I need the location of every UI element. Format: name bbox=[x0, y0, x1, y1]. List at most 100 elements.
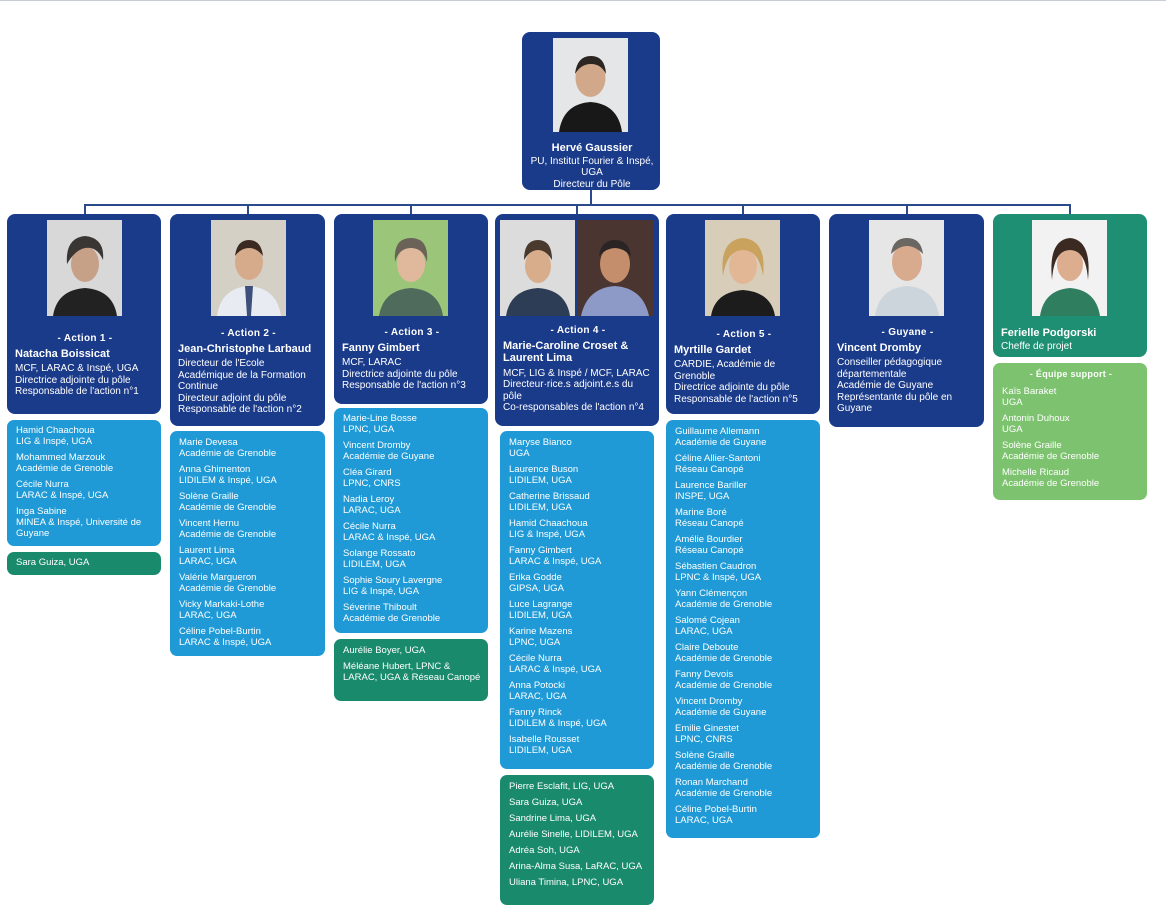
connector-drop-7 bbox=[1069, 204, 1071, 216]
director-name: Hervé Gaussier bbox=[551, 142, 633, 154]
action-5-line: Grenoble bbox=[674, 370, 716, 382]
member-affiliation: Réseau Canopé bbox=[675, 518, 744, 529]
connector-drop-2 bbox=[247, 204, 249, 216]
member-affiliation: LARAC & Inspé, UGA bbox=[16, 490, 109, 501]
connector-drop-3 bbox=[410, 204, 412, 216]
member-name: Séverine Thiboult bbox=[343, 602, 417, 613]
action-4-tag: - Action 4 - bbox=[550, 325, 606, 336]
action-1-line: MCF, LARAC & Inspé, UGA bbox=[15, 363, 139, 374]
action-4-line: Co-responsables de l'action n°4 bbox=[503, 402, 644, 413]
member-affiliation: Académie de Grenoble bbox=[343, 613, 441, 624]
member-affiliation: Académie de Grenoble bbox=[1002, 451, 1100, 462]
member-name: Cécile Nurra bbox=[509, 653, 562, 664]
action-3-name: Fanny Gimbert bbox=[342, 341, 420, 354]
member-name: Erika Godde bbox=[509, 572, 562, 583]
member-name: Vicky Markaki-Lothe bbox=[179, 599, 265, 610]
member-affiliation: Réseau Canopé bbox=[675, 545, 744, 556]
member-name: Karine Mazens bbox=[509, 626, 573, 637]
list-item: Méléane Hubert, LPNC & LARAC, UGA & Rése… bbox=[343, 661, 481, 683]
member-name: Laurent Lima bbox=[179, 545, 235, 556]
action-5-photo bbox=[705, 220, 780, 316]
action-2-name: Jean-Christophe Larbaud bbox=[178, 342, 312, 355]
action-2-photo bbox=[211, 220, 286, 316]
member-affiliation: Académie de Grenoble bbox=[16, 463, 114, 474]
list-item: Sara Guiza, UGA bbox=[509, 797, 583, 808]
member-affiliation: Académie de Grenoble bbox=[179, 448, 277, 459]
guyane-line: Conseiller pédagogique bbox=[837, 357, 943, 368]
member-affiliation: Académie de Grenoble bbox=[179, 502, 277, 513]
member-affiliation: LARAC, UGA bbox=[675, 626, 733, 637]
member-affiliation: LARAC, UGA bbox=[343, 505, 401, 516]
member-name: Laurence Bariller bbox=[675, 480, 747, 491]
member-affiliation: LIG & Inspé, UGA bbox=[343, 586, 420, 597]
guyane-line: Guyane bbox=[837, 403, 873, 414]
member-name: Emilie Ginestet bbox=[675, 723, 739, 734]
member-affiliation: LARAC & Inspé, UGA bbox=[509, 556, 602, 567]
member-affiliation: LIDILEM, UGA bbox=[343, 559, 406, 570]
action-4-line: Directeur·rice.s adjoint.e.s du bbox=[503, 379, 634, 390]
member-name: Inga Sabine bbox=[16, 506, 67, 517]
member-name: Cécile Nurra bbox=[16, 479, 69, 490]
list-item: Aurélie Boyer, UGA bbox=[343, 645, 426, 656]
list-item: Arina-Alma Susa, LaRAC, UGA bbox=[509, 861, 643, 872]
action-5-tag: - Action 5 - bbox=[716, 329, 772, 340]
member-affiliation: LARAC & Inspé, UGA bbox=[509, 664, 602, 675]
member-affiliation: LPNC & Inspé, UGA bbox=[675, 572, 762, 583]
member-name: Salomé Cojean bbox=[675, 615, 740, 626]
member-name: Ronan Marchand bbox=[675, 777, 748, 788]
member-affiliation: Académie de Grenoble bbox=[675, 653, 773, 664]
member-affiliation: Académie de Guyane bbox=[343, 451, 435, 462]
list-item: Sandrine Lima, UGA bbox=[509, 813, 597, 824]
member-affiliation: LIG & Inspé, UGA bbox=[509, 529, 586, 540]
director-photo bbox=[553, 38, 628, 132]
project-photo bbox=[1032, 220, 1107, 316]
action-5-line: CARDIE, Académie de bbox=[674, 359, 776, 370]
guyane-line: départementale bbox=[837, 368, 907, 380]
member-affiliation: UGA bbox=[509, 448, 530, 459]
member-affiliation: MINEA & Inspé, Université de Guyane bbox=[16, 517, 142, 539]
project-name: Ferielle Podgorski bbox=[1001, 327, 1097, 339]
member-affiliation: LARAC, UGA bbox=[179, 556, 237, 567]
member-affiliation: LPNC, CNRS bbox=[675, 734, 733, 745]
action-2-tag: - Action 2 - bbox=[221, 328, 276, 339]
action-3-team: Aurélie Boyer, UGA Méléane Hubert, LPNC … bbox=[334, 639, 488, 701]
member-affiliation: LARAC & Inspé, UGA bbox=[343, 532, 436, 543]
member-name: Hamid Chaachoua bbox=[16, 425, 95, 436]
member-affiliation: Réseau Canopé bbox=[675, 464, 744, 475]
portrait-icon bbox=[373, 220, 448, 316]
director-line-1: PU, Institut Fourier & Inspé, bbox=[530, 155, 654, 167]
member-affiliation: Académie de Grenoble bbox=[179, 529, 277, 540]
member-name: Cécile Nurra bbox=[343, 521, 396, 532]
member-name: Marie-Line Bosse bbox=[343, 413, 417, 424]
member-name: Yann Clémençon bbox=[675, 588, 748, 599]
member-affiliation: LARAC, UGA bbox=[675, 815, 733, 826]
action-3-line: Directrice adjointe du pôle bbox=[342, 368, 458, 380]
member-affiliation: LPNC, UGA bbox=[343, 424, 395, 435]
portrait-icon bbox=[869, 220, 944, 316]
member-name: Marine Boré bbox=[675, 507, 727, 518]
action-3-tag: - Action 3 - bbox=[384, 327, 440, 338]
member-affiliation: Académie de Grenoble bbox=[675, 761, 773, 772]
director-line-3: Directeur du Pôle bbox=[553, 178, 631, 190]
